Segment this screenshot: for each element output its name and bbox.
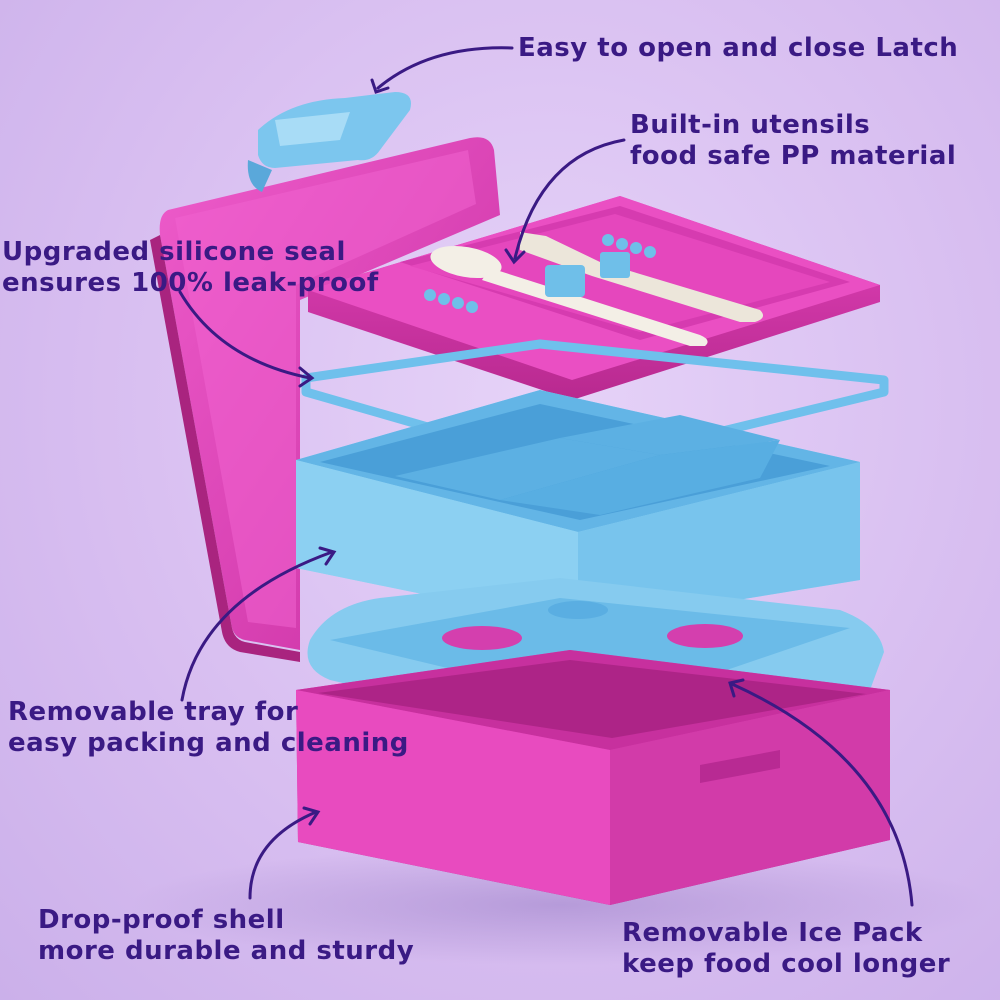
callout-seal: Upgraded silicone seal ensures 100% leak… xyxy=(2,237,379,299)
latch xyxy=(247,92,411,192)
arrow-latch-head xyxy=(370,78,390,94)
arrow-ice xyxy=(730,682,914,907)
arrow-shell xyxy=(248,810,318,900)
callout-ice-line-1: Removable Ice Pack xyxy=(622,918,923,948)
arrow-shell-head xyxy=(302,806,321,826)
callout-ice: Removable Ice Pack keep food cool longer xyxy=(622,918,950,980)
arrow-utensils xyxy=(513,138,626,260)
silicone-seal xyxy=(301,339,889,473)
callout-tray-line-2: easy packing and cleaning xyxy=(8,728,409,759)
callout-ice-line-2: keep food cool longer xyxy=(622,949,951,980)
callout-utensils-line-2: food safe PP material xyxy=(630,141,957,172)
callout-arrows xyxy=(178,46,914,907)
callout-shell-line-1: Drop-proof shell xyxy=(38,905,285,935)
arrow-tray-head xyxy=(318,546,337,566)
utensils xyxy=(430,232,764,346)
floor-shadow xyxy=(130,845,990,965)
callout-latch: Easy to open and close Latch xyxy=(518,33,958,64)
bottom-shell xyxy=(296,650,890,905)
callout-shell: Drop-proof shell more durable and sturdy xyxy=(38,905,414,967)
lid-shell xyxy=(150,137,500,662)
callout-tray: Removable tray for easy packing and clea… xyxy=(8,697,409,759)
arrow-tray xyxy=(180,550,334,702)
callout-utensils: Built-in utensils food safe PP material xyxy=(630,110,956,172)
callout-seal-line-1: Upgraded silicone seal xyxy=(2,237,346,267)
callout-tray-line-1: Removable tray for xyxy=(8,697,299,727)
arrow-seal xyxy=(178,290,312,380)
arrow-utensils-head xyxy=(504,248,526,265)
callout-shell-line-2: more durable and sturdy xyxy=(38,936,415,967)
callout-utensils-line-1: Built-in utensils xyxy=(630,110,871,140)
arrow-latch xyxy=(376,46,514,90)
callout-latch-line-1: Easy to open and close Latch xyxy=(518,33,959,63)
arrow-ice-head xyxy=(728,678,745,698)
callout-seal-line-2: ensures 100% leak-proof xyxy=(2,268,379,299)
arrow-seal-head xyxy=(298,366,315,388)
